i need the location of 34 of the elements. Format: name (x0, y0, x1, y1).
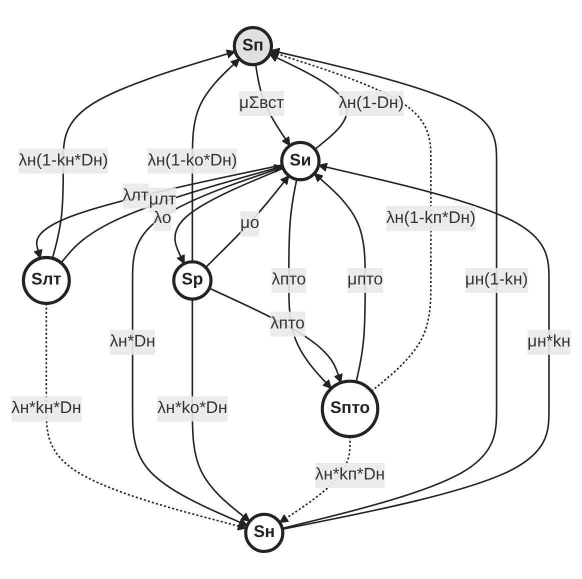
arrow (270, 48, 498, 530)
arrow (52, 49, 236, 259)
edge-label: λн(1-kн*Dн) (18, 152, 108, 170)
edge-label: λн(1-kп*Dн) (386, 209, 476, 228)
edge-label: λпто (270, 314, 305, 333)
edge-label: μн*kн (527, 332, 571, 351)
edge-label: λн*kо*Dн (157, 399, 228, 418)
node-circle: Sи (280, 140, 321, 182)
node-circle: Sр (172, 260, 213, 301)
arrow (192, 58, 240, 262)
arrow (132, 166, 283, 526)
edge-label: λпто (272, 270, 306, 289)
arrow (205, 175, 290, 268)
edge-label: μлт (148, 190, 176, 209)
edge-label: μн(1-kн) (465, 270, 528, 289)
edge-label: λн*kн*Dн (11, 399, 82, 418)
node-circle: Sн (244, 512, 284, 554)
arrow (174, 168, 284, 264)
edge-label: λн*kп*Dн (315, 466, 385, 484)
node-circle: Sп (232, 26, 274, 66)
edge-label: λн*Dн (110, 332, 156, 351)
edge-label: λлт (122, 186, 149, 204)
node-circle: Sлт (22, 256, 71, 305)
arrow (314, 173, 366, 382)
edge-label: λн(1-kо*Dн) (148, 152, 238, 170)
edge-label: λн(1-Dн) (338, 94, 404, 112)
edge-label: μпто (347, 270, 384, 289)
arrow (282, 162, 550, 530)
edge-label: μΣвст (239, 94, 284, 112)
edge-label: λо (154, 209, 172, 228)
arrow (192, 299, 250, 522)
edge-label: μо (240, 214, 260, 232)
node-circle: Sпто (320, 380, 380, 438)
arrow (208, 288, 343, 384)
